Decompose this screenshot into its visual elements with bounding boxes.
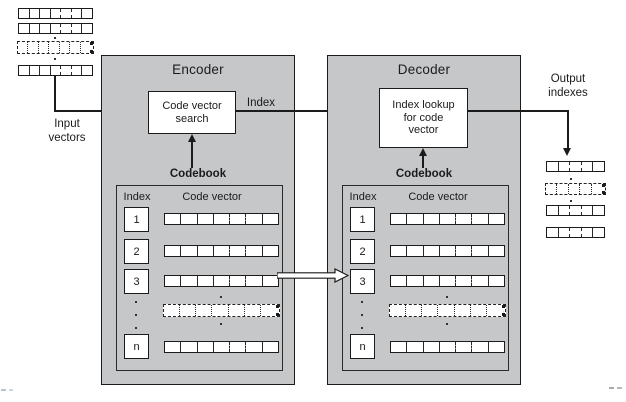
input-vector-stack — [0, 0, 100, 80]
ellipsis-dot — [135, 327, 137, 329]
decoder-code-vector — [390, 341, 505, 353]
input-vector — [18, 8, 93, 19]
encoder-codebook-arrow-head — [187, 134, 196, 142]
encoder-vector-header: Code vector — [182, 191, 242, 203]
ellipsis-dot — [361, 301, 363, 303]
decoder-panel: Decoder Index lookup for code vector Cod… — [327, 55, 521, 385]
index-lookup-box: Index lookup for code vector — [379, 88, 468, 148]
code-vector-search-box: Code vector search — [148, 91, 236, 134]
decoder-code-vector — [390, 245, 505, 257]
input-arrow-horizontal — [54, 110, 140, 112]
output-vector — [546, 227, 605, 238]
output-vector — [546, 205, 605, 216]
decoder-index-box: 3 — [350, 269, 375, 294]
page-artifact — [617, 387, 622, 389]
encoder-panel: Encoder Code vector search Codebook Inde… — [101, 55, 295, 385]
encoder-index-box: 3 — [124, 269, 149, 294]
page-artifact — [9, 389, 13, 391]
ellipsis-dot — [570, 200, 572, 202]
page-artifact — [609, 387, 614, 389]
encoder-title: Encoder — [172, 62, 224, 77]
encoder-index-box: 2 — [124, 239, 149, 264]
output-vector-dashed — [545, 183, 606, 195]
index-label: Index — [246, 97, 276, 109]
encoder-codebook-table: Index Code vector 1 2 3 n — [116, 185, 283, 371]
output-vector — [546, 161, 605, 172]
encoder-index-box: n — [124, 334, 149, 359]
decoder-codebook-arrow-line — [422, 155, 424, 168]
encoder-codebook-arrow-line — [191, 141, 193, 168]
ellipsis-dot — [54, 58, 56, 60]
encoder-code-vector — [164, 341, 279, 353]
input-vector — [18, 65, 93, 76]
output-arrow-vertical — [567, 110, 569, 148]
input-vector-dashed — [17, 41, 94, 54]
encoder-code-vector — [164, 275, 279, 287]
ellipsis-dot — [220, 323, 222, 325]
decoder-code-vector — [390, 213, 505, 225]
output-indexes-label: Output indexes — [548, 73, 588, 100]
input-vector — [18, 23, 93, 34]
decoder-codebook-arrow-head — [418, 148, 427, 156]
decoder-index-header: Index — [349, 191, 377, 203]
output-arrow-head — [563, 148, 571, 156]
decoder-index-box: 1 — [350, 207, 375, 232]
encoder-code-vector — [164, 213, 279, 225]
ellipsis-dot — [570, 178, 572, 180]
encoder-code-vector-dashed — [163, 304, 280, 317]
decoder-title: Decoder — [397, 62, 451, 77]
decoder-codebook-label: Codebook — [395, 168, 453, 180]
encoder-index-header: Index — [123, 191, 151, 203]
decoder-code-vector-dashed — [389, 304, 506, 317]
ellipsis-dot — [446, 323, 448, 325]
ellipsis-dot — [446, 296, 448, 298]
decoder-code-vector — [390, 275, 505, 287]
decoder-index-box: 2 — [350, 239, 375, 264]
codebook-transfer-arrow — [277, 268, 349, 283]
ellipsis-dot — [54, 37, 56, 39]
input-arrow-vertical — [54, 76, 56, 111]
ellipsis-dot — [361, 327, 363, 329]
output-arrow-horizontal — [467, 110, 569, 112]
ellipsis-dot — [135, 314, 137, 316]
encoder-codebook-label: Codebook — [169, 168, 227, 180]
ellipsis-dot — [135, 301, 137, 303]
encoder-code-vector — [164, 245, 279, 257]
decoder-index-box: n — [350, 334, 375, 359]
index-arrow-line — [235, 110, 371, 112]
decoder-codebook-table: Index Code vector 1 2 3 n — [342, 185, 509, 371]
ellipsis-dot — [220, 296, 222, 298]
page-artifact — [1, 389, 6, 391]
ellipsis-dot — [361, 314, 363, 316]
input-vectors-label: Input vectors — [48, 118, 86, 145]
decoder-vector-header: Code vector — [408, 191, 468, 203]
encoder-index-box: 1 — [124, 207, 149, 232]
output-vector-stack — [530, 155, 626, 250]
